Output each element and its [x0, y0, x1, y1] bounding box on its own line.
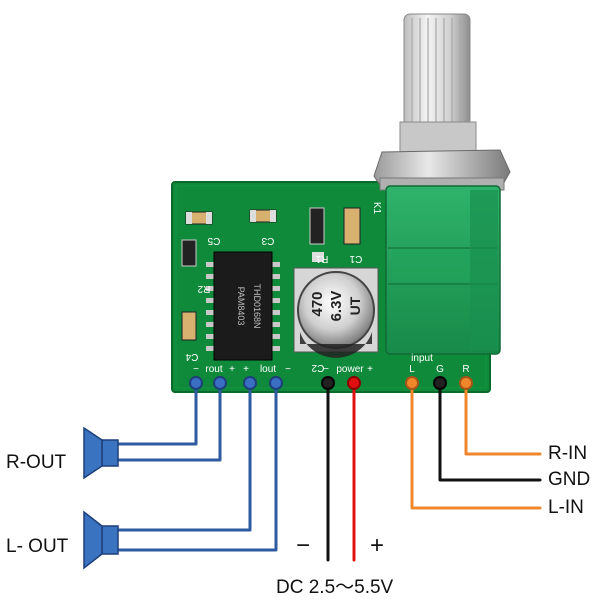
- label-l-out: L- OUT: [6, 536, 69, 557]
- label-dc-range: DC 2.5～5.5V: [276, 577, 394, 598]
- wire-l-in: [410, 384, 542, 510]
- silk-r2: R2: [197, 283, 210, 294]
- silk-lout-plus: +: [243, 364, 249, 375]
- wire-lout-minus: [116, 384, 278, 552]
- pad-rout-minus: [189, 376, 203, 390]
- silk-rout-plus: +: [229, 364, 235, 375]
- pad-power-positive: [347, 376, 361, 390]
- silk-input: input: [411, 353, 433, 364]
- ic-chip: PAM8403 THD0168N: [206, 251, 280, 361]
- wire-r-in: [464, 384, 542, 456]
- cap-c4: [181, 311, 197, 341]
- silk-rout: rout: [205, 364, 222, 375]
- silk-c1: C1: [349, 253, 362, 264]
- silk-g: G: [436, 364, 444, 375]
- pad-lout-minus: [269, 376, 283, 390]
- silk-k1: K1: [371, 202, 382, 215]
- silk-power-minus: −: [323, 364, 329, 375]
- silk-r: R: [462, 364, 469, 375]
- output-pads: [189, 376, 473, 390]
- silk-c5: C5: [207, 235, 220, 246]
- cap-voltage: 6.3V: [328, 291, 345, 322]
- silk-power-plus: +: [367, 364, 373, 375]
- pad-power-negative: [321, 376, 335, 390]
- label-power-minus: −: [296, 532, 311, 559]
- cap-c1: [343, 207, 361, 245]
- silk-lout-minus: −: [285, 364, 291, 375]
- speaker-left-icon: [83, 510, 119, 570]
- silk-c3: C3: [261, 235, 274, 246]
- res-r1: [309, 207, 325, 245]
- silk-r1: R1: [315, 253, 328, 264]
- silk-c4: C4: [185, 351, 198, 362]
- pad-rout-plus: [213, 376, 227, 390]
- res-r2: [181, 239, 197, 267]
- pad-lout-plus: [243, 376, 257, 390]
- label-l-in: L-IN: [548, 497, 584, 518]
- label-r-in: R-IN: [548, 443, 588, 464]
- wire-rout-plus: [116, 384, 222, 462]
- label-power-plus: +: [370, 532, 385, 559]
- silk-power: power: [336, 364, 364, 375]
- electrolytic-capacitor: 470 6.3V UT: [293, 267, 379, 358]
- pad-l-in: [405, 376, 419, 390]
- silk-lout: lout: [260, 364, 276, 375]
- silk-rout-minus: −: [193, 364, 199, 375]
- wire-gnd: [438, 384, 542, 482]
- chip-marking-2: THD0168N: [252, 283, 262, 328]
- label-r-out: R-OUT: [6, 452, 67, 473]
- silk-l: L: [409, 364, 415, 375]
- speaker-right-icon: [83, 426, 119, 480]
- pad-r-in: [459, 376, 473, 390]
- smd-components: [181, 207, 361, 341]
- pad-gnd: [433, 376, 447, 390]
- cap-series: UT: [347, 296, 363, 315]
- potentiometer: [373, 13, 511, 355]
- wire-lout-plus: [116, 384, 252, 532]
- cap-value: 470: [309, 291, 326, 316]
- silk-c2: C2: [311, 362, 324, 373]
- label-gnd: GND: [548, 469, 591, 490]
- wire-rout-minus: [116, 384, 198, 446]
- chip-marking-1: PAM8403: [236, 287, 246, 326]
